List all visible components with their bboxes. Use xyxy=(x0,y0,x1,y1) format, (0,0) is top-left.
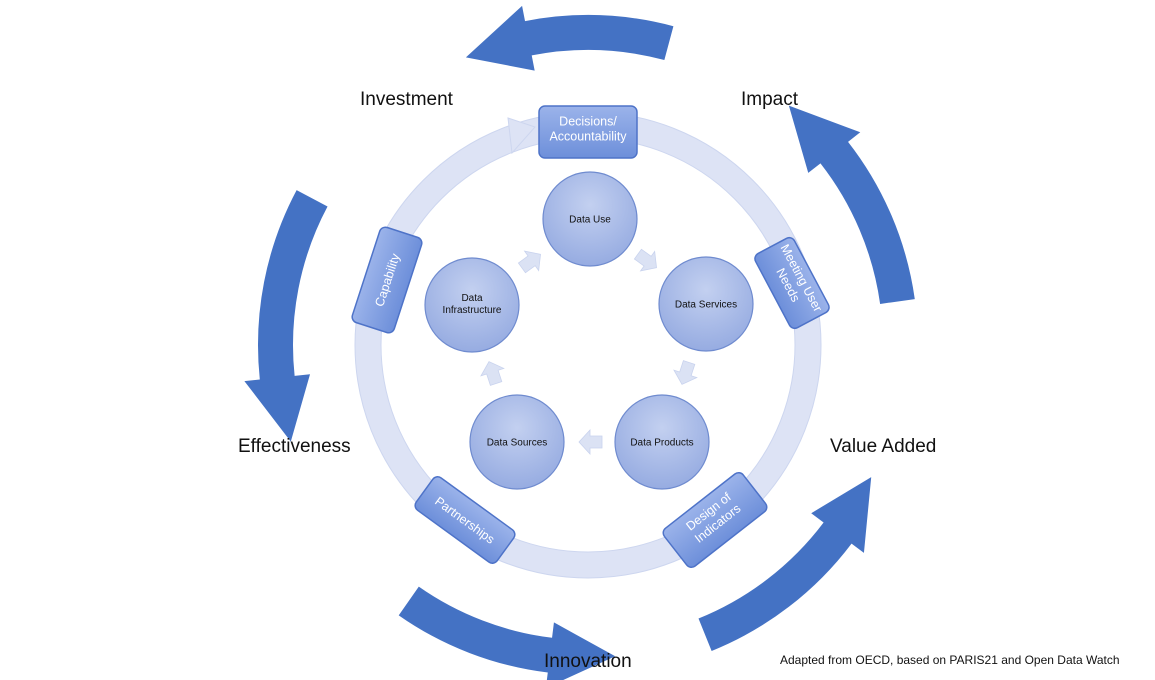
curved-arrow-icon-top xyxy=(465,5,674,71)
inner-circle-text: Data Use xyxy=(569,215,611,226)
chevron-arrow-icon-sources-to-infrastructure xyxy=(480,361,505,386)
label-effectiveness: Effectiveness xyxy=(238,436,351,457)
chevron-arrow-icon-services-to-products xyxy=(673,360,698,385)
inner-circle-text: Data Sources xyxy=(487,438,548,449)
box-partnerships: Partnerships xyxy=(414,476,516,564)
box-meeting-user-needs: Meeting UserNeeds xyxy=(754,236,830,330)
big-arrows-group xyxy=(244,5,915,680)
box-text: Decisions/Accountability xyxy=(549,115,627,144)
inner-circle-data-use: Data Use xyxy=(542,171,638,267)
inner-circle-text: Data Services xyxy=(675,300,737,311)
small-arrows-group xyxy=(480,248,698,456)
chevron-arrow-icon-products-to-sources xyxy=(578,428,603,456)
label-impact: Impact xyxy=(741,89,799,110)
curved-arrow-icon-bottom-right xyxy=(698,477,872,651)
curved-arrow-icon-left xyxy=(244,190,328,442)
inner-circle-data-sources: Data Sources xyxy=(469,394,565,490)
box-decisions-accountability: Decisions/Accountability xyxy=(538,105,638,159)
chevron-arrow-icon-infrastructure-to-use xyxy=(517,250,541,274)
inner-circle-text: Data Products xyxy=(630,438,693,449)
ring-arrow-head xyxy=(507,117,536,155)
chevron-arrow-icon-use-to-services xyxy=(633,248,657,272)
inner-circle-data-products: Data Products xyxy=(614,394,710,490)
source-credit: Adapted from OECD, based on PARIS21 and … xyxy=(780,653,1120,667)
label-innovation: Innovation xyxy=(544,651,632,672)
curved-arrow-icon-right xyxy=(788,105,915,304)
curved-arrow-icon-bottom-left xyxy=(398,586,616,680)
label-value-added: Value Added xyxy=(830,436,936,457)
label-investment: Investment xyxy=(360,89,454,110)
box-capability: Capability xyxy=(351,226,423,334)
inner-circle-data-services: Data Services xyxy=(658,256,754,352)
